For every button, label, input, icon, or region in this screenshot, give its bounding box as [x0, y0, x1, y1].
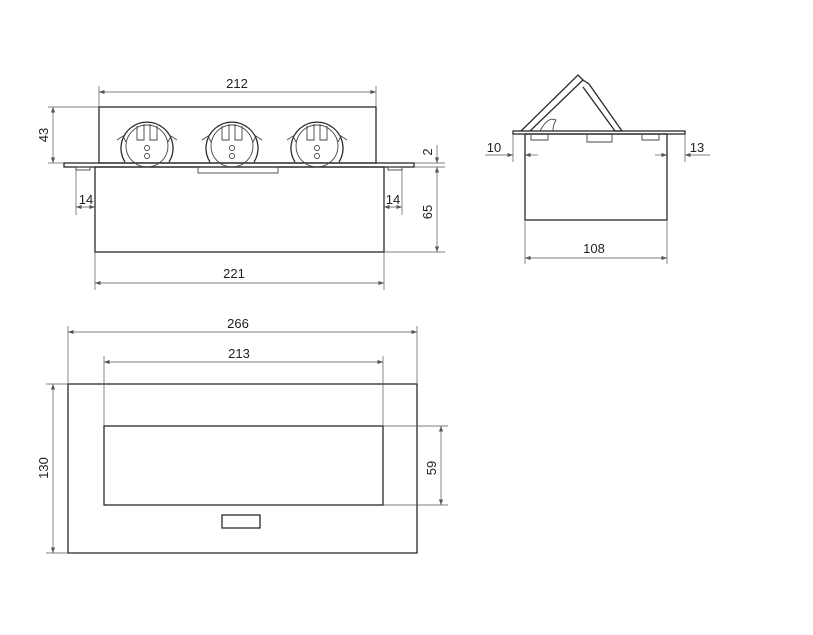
lid-opening [103, 425, 384, 506]
dim-130: 130 [36, 457, 51, 479]
dim-43: 43 [36, 128, 51, 142]
dim-13: 13 [690, 140, 704, 155]
clip-left [75, 166, 91, 171]
dim-108: 108 [583, 241, 605, 256]
dim-213: 213 [228, 346, 250, 361]
side-view: 10 13 108 [485, 74, 710, 264]
latch [197, 166, 279, 174]
front-view: 212 43 2 65 14 14 221 [36, 76, 445, 290]
dim-14-left: 14 [79, 192, 93, 207]
dim-14-right: 14 [386, 192, 400, 207]
dim-266: 266 [227, 316, 249, 331]
housing-box [94, 166, 385, 253]
socket-icon [116, 121, 178, 168]
socket-flap [582, 79, 624, 132]
outer-frame [67, 383, 418, 554]
clip-right [387, 166, 403, 171]
dim-65: 65 [420, 205, 435, 219]
socket-icon [286, 121, 348, 168]
dim-221: 221 [223, 266, 245, 281]
latch-button [221, 514, 261, 529]
side-box [524, 133, 668, 221]
dim-2: 2 [420, 148, 435, 155]
socket-icon [201, 121, 263, 168]
hinge [539, 118, 557, 132]
top-view: 266 213 130 59 [36, 316, 448, 554]
dim-59: 59 [424, 461, 439, 475]
dim-10: 10 [487, 140, 501, 155]
dim-212: 212 [226, 76, 248, 91]
lid [520, 74, 584, 132]
